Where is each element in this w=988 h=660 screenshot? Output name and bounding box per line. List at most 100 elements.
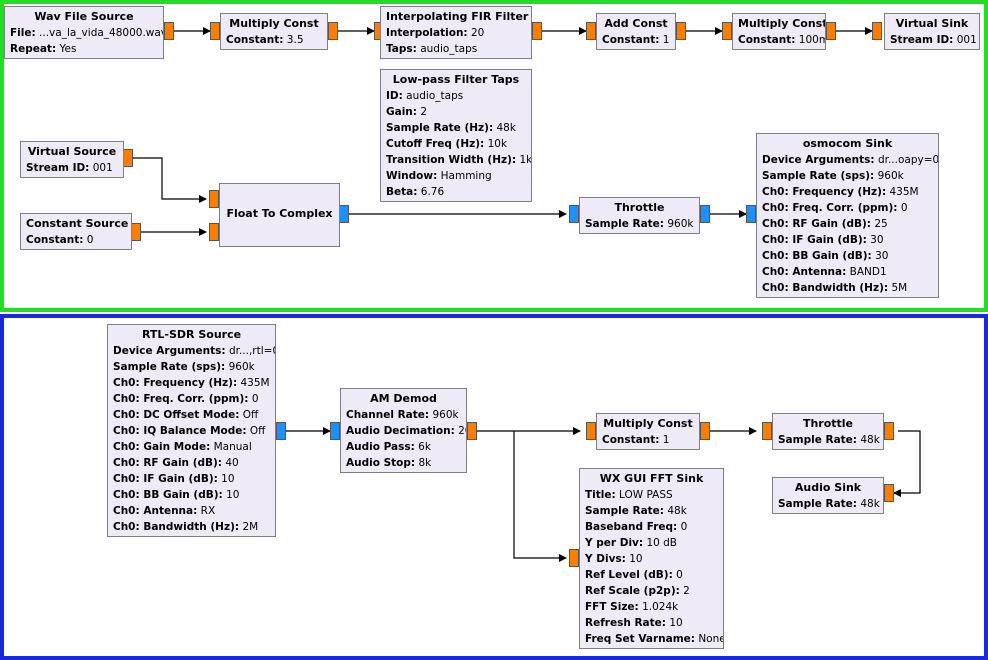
param-key: Ch0: IF Gain (dB):	[762, 234, 867, 246]
block-param: Window: Hamming	[386, 168, 526, 184]
vsrc-out-port[interactable]	[123, 149, 133, 167]
throttle1-out-port[interactable]	[700, 205, 710, 223]
block-param: Ch0: Bandwidth (Hz): 5M	[762, 280, 933, 296]
param-key: Refresh Rate:	[585, 617, 666, 629]
block-param: Device Arguments: dr...oapy=0	[762, 152, 938, 168]
wire-throttle2-to-audiosink	[893, 430, 921, 497]
param-key: Sample Rate (sps):	[113, 361, 226, 373]
mult3-in-port[interactable]	[586, 422, 596, 440]
block-title: Low-pass Filter Taps	[392, 73, 520, 86]
mult2-in-port[interactable]	[722, 22, 732, 40]
block-float-to-complex[interactable]: Float To Complex	[219, 183, 340, 247]
block-param: File: ...va_la_vida_48000.wav	[10, 25, 163, 41]
f2c-in-re-port[interactable]	[209, 190, 219, 208]
block-title: Throttle	[614, 201, 665, 214]
audiosink-in-port[interactable]	[884, 484, 894, 502]
amdemod-in-port[interactable]	[330, 422, 340, 440]
block-title: Throttle	[802, 417, 854, 430]
param-value: 25	[874, 218, 888, 230]
block-param: Audio Pass: 6k	[346, 439, 461, 455]
param-value: dr...oapy=0	[877, 154, 939, 166]
block-param: Sample Rate: 48k	[778, 496, 880, 512]
param-key: Stream ID:	[890, 34, 954, 46]
block-param: Ch0: BB Gain (dB): 30	[762, 248, 933, 264]
param-key: Ref Scale (p2p):	[585, 585, 680, 597]
param-value: Hamming	[440, 170, 492, 182]
f2c-in-im-port[interactable]	[209, 223, 219, 241]
block-param: Ch0: Freq. Corr. (ppm): 0	[762, 200, 933, 216]
throttle2-out-port[interactable]	[884, 422, 894, 440]
param-value: 960k	[877, 170, 904, 182]
csrc-out-port[interactable]	[131, 223, 141, 241]
block-param: Repeat: Yes	[10, 41, 158, 57]
param-value: 0	[676, 569, 683, 581]
block-title: Multiply Const	[603, 417, 693, 430]
param-key: Cutoff Freq (Hz):	[386, 138, 485, 150]
block-param: Ch0: BB Gain (dB): 10	[113, 487, 270, 503]
param-key: Ref Level (dB):	[585, 569, 673, 581]
block-param: Title: LOW PASS	[585, 487, 718, 503]
fir-out-port[interactable]	[532, 22, 542, 40]
param-value: 2	[683, 585, 690, 597]
block-param: Ch0: RF Gain (dB): 25	[762, 216, 933, 232]
param-key: Beta:	[386, 186, 418, 198]
param-key: Audio Stop:	[346, 457, 416, 469]
param-key: Constant:	[602, 434, 660, 446]
wav-out-port[interactable]	[164, 22, 174, 40]
addc-out-port[interactable]	[676, 22, 686, 40]
osmosink-in-port[interactable]	[746, 205, 756, 223]
param-value: 960k	[667, 218, 694, 230]
fft-in-port[interactable]	[569, 549, 579, 567]
param-value: RX	[200, 505, 216, 517]
param-value: ...va_la_vida_48000.wav	[39, 27, 164, 39]
param-key: Transition Width (Hz):	[386, 154, 517, 166]
block-param: Refresh Rate: 10	[585, 615, 718, 631]
mult1-out-port[interactable]	[328, 22, 338, 40]
param-key: Repeat:	[10, 43, 57, 55]
param-value: 1.024k	[642, 601, 679, 613]
f2c-out-port[interactable]	[339, 205, 349, 223]
param-value: 0	[251, 393, 259, 405]
vsink-in-port[interactable]	[872, 22, 882, 40]
block-title: AM Demod	[370, 392, 437, 405]
mult3-out-port[interactable]	[700, 422, 710, 440]
addc-in-port[interactable]	[586, 22, 596, 40]
param-key: Y per Div:	[585, 537, 644, 549]
block-param: Cutoff Freq (Hz): 10k	[386, 136, 526, 152]
param-key: Ch0: IQ Balance Mode:	[113, 425, 247, 437]
block-param: Ch0: IQ Balance Mode: Off	[113, 423, 270, 439]
amdemod-out-port[interactable]	[467, 422, 477, 440]
throttle1-in-port[interactable]	[569, 205, 579, 223]
param-value: 0	[86, 234, 94, 246]
block-param: FFT Size: 1.024k	[585, 599, 718, 615]
block-param: Ch0: Freq. Corr. (ppm): 0	[113, 391, 270, 407]
mult2-out-port[interactable]	[826, 22, 836, 40]
block-param: Constant: 3.5	[226, 32, 322, 48]
wire-amdemod-to-fft	[513, 431, 567, 562]
param-key: Ch0: RF Gain (dB):	[762, 218, 872, 230]
param-value: 001	[956, 34, 977, 46]
param-key: Constant:	[738, 34, 796, 46]
throttle2-in-port[interactable]	[762, 422, 772, 440]
param-value: BAND1	[849, 266, 887, 278]
rtl-out-port[interactable]	[276, 422, 286, 440]
param-value: 1	[662, 434, 670, 446]
mult1-in-port[interactable]	[210, 22, 220, 40]
